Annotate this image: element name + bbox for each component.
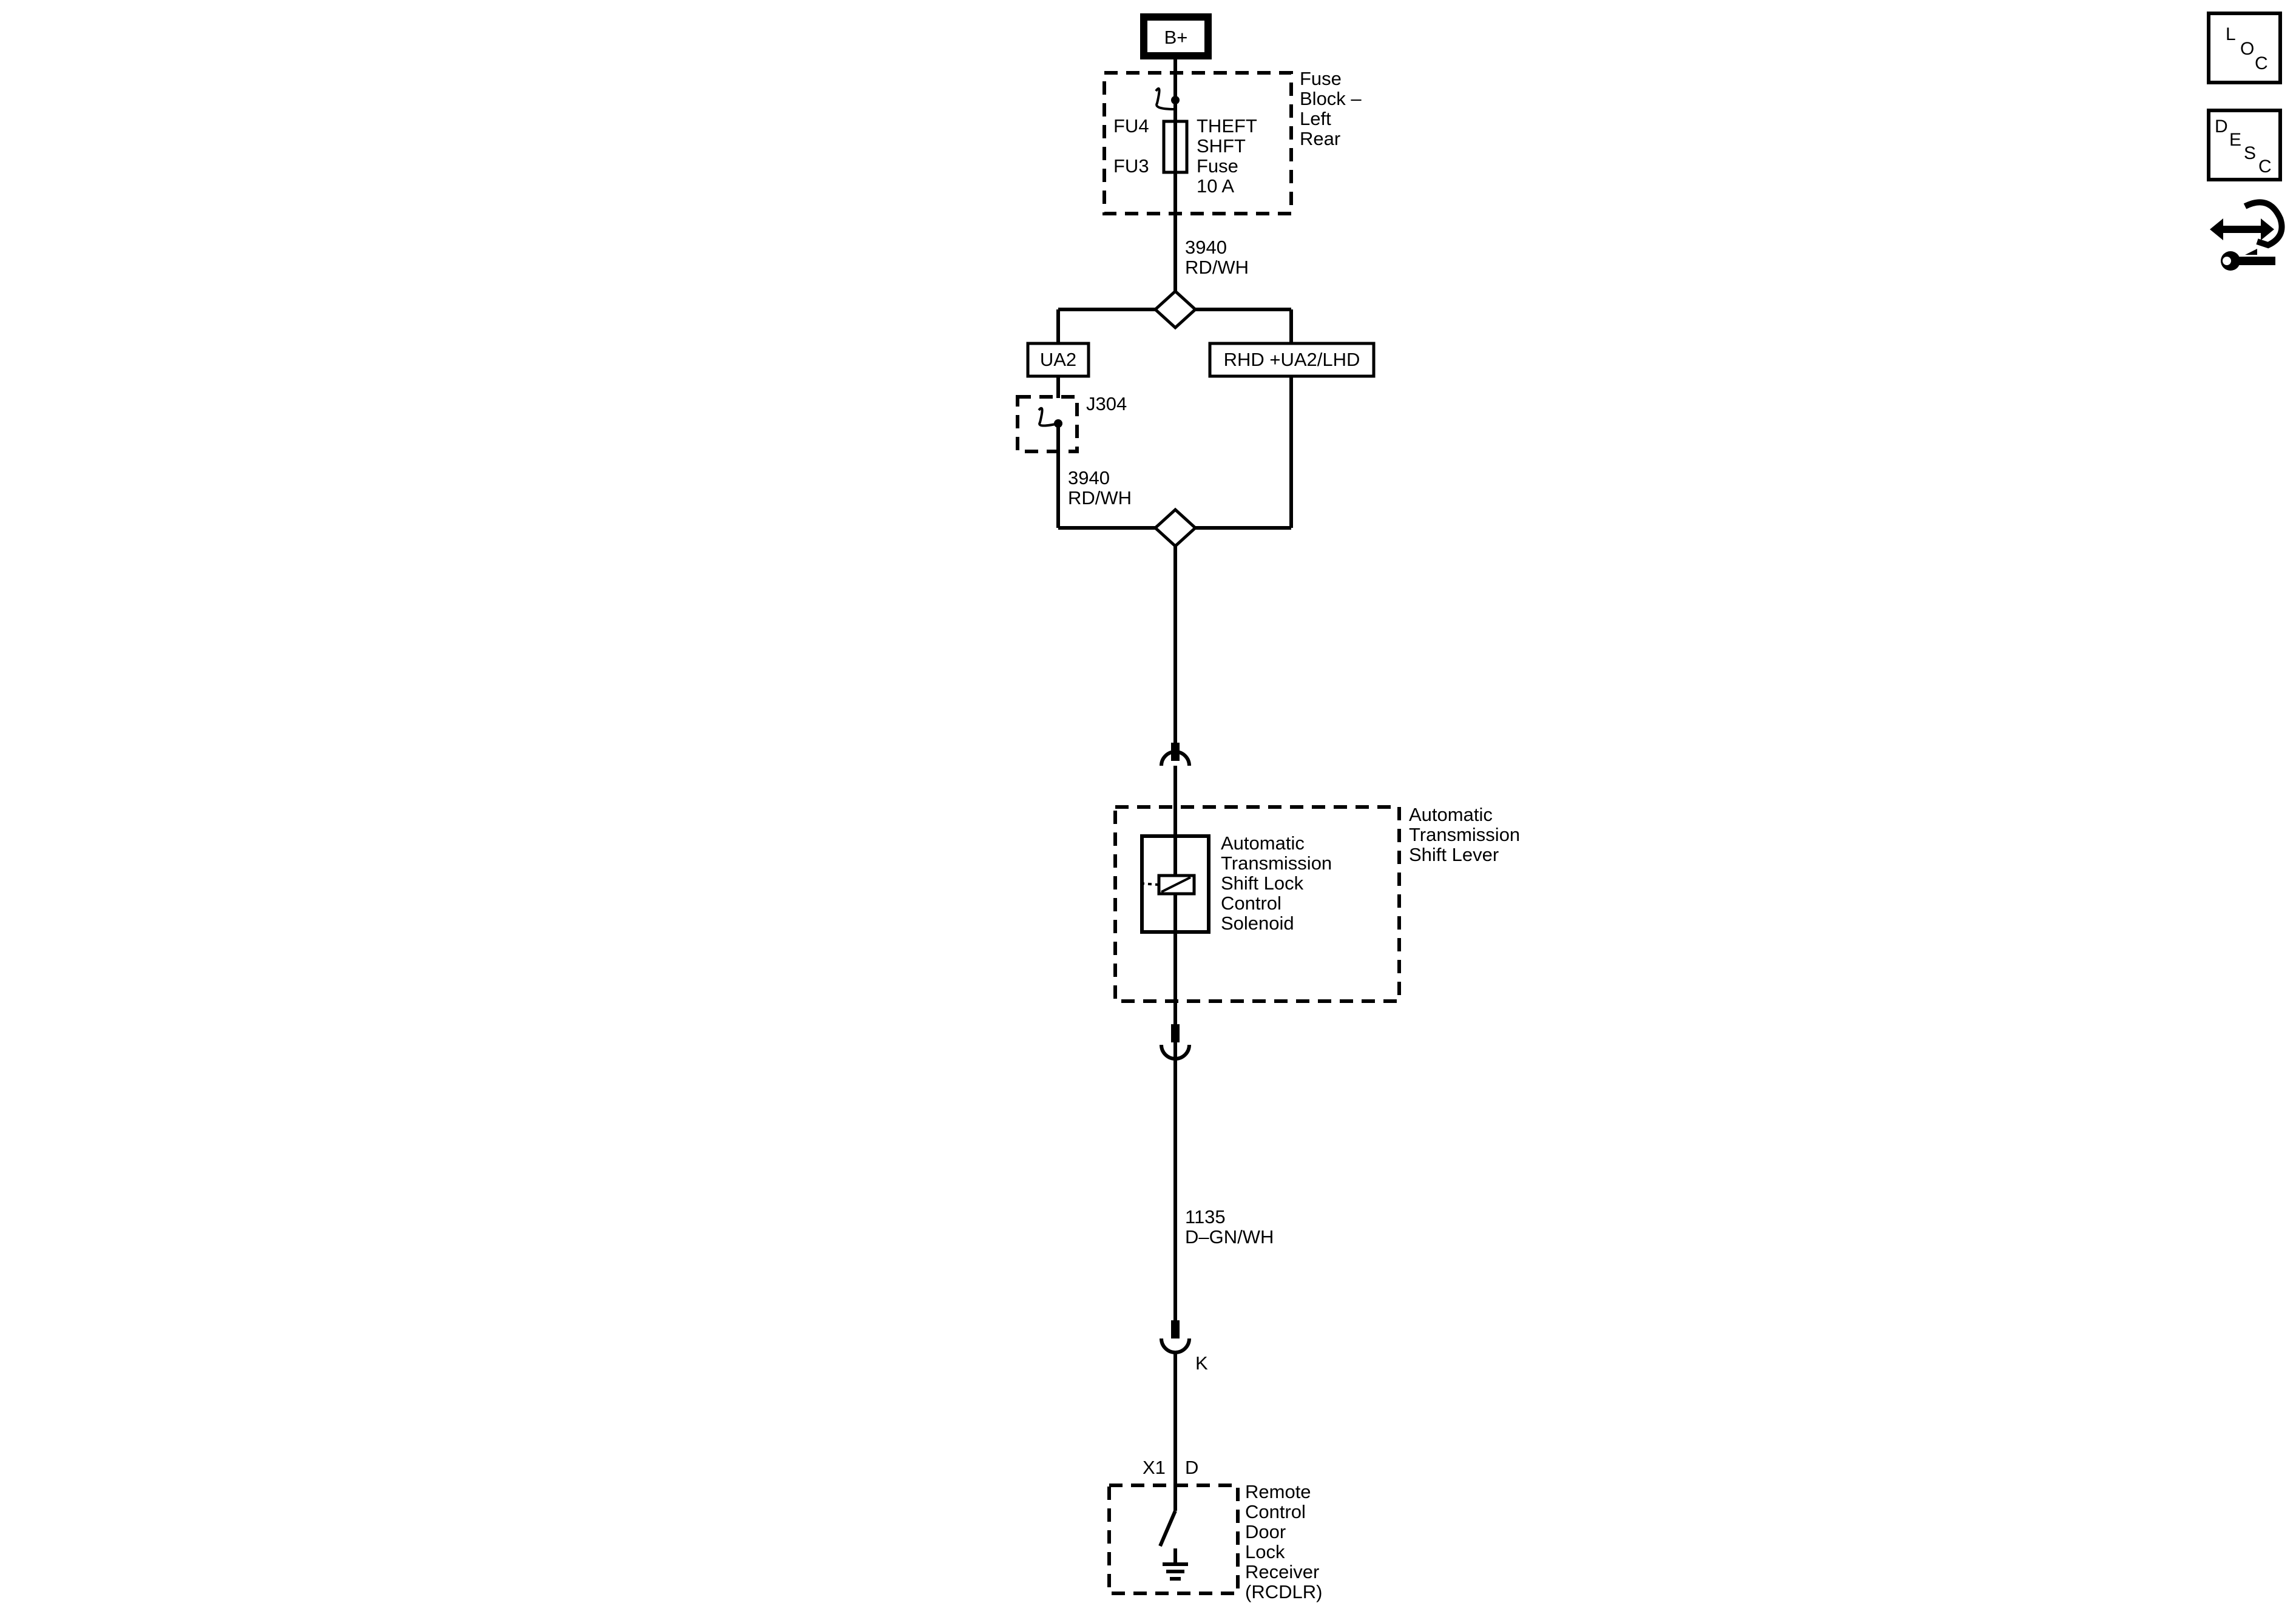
jumper-j304-outline [1016,395,1079,453]
rcdlr-name-line-6: (RCDLR) [1245,1581,1322,1602]
shift-lever: Automatic Transmission Shift Lever Autom… [1113,804,1520,1003]
fuse-block-name-line-1: Fuse [1300,68,1342,89]
fuse-label-line-2: SHFT [1197,135,1246,157]
desc-letter-e: E [2229,130,2241,150]
fuse-label-line-3: Fuse [1197,155,1238,177]
shift-lever-name-line-1: Automatic [1409,804,1493,825]
fuse-block-name-line-4: Rear [1300,128,1340,149]
desc-letter-d: D [2215,116,2228,137]
shift-lever-outline [1113,805,1401,1003]
supply-label: B+ [1164,27,1188,48]
connector-shift-lever-top [1160,743,1191,807]
wire-mid-color: RD/WH [1068,487,1132,508]
fuse-cavity-fu4: FU4 [1113,115,1149,137]
rcdlr: X1 D Remote Control Door Lock Receiver (… [1107,1457,1322,1602]
solenoid-name-line-1: Automatic [1221,832,1305,854]
fuse-label-line-4: 10 A [1197,175,1234,197]
fuse-block: FU4 FU3 THEFT SHFT Fuse 10 A Fuse Block … [1102,68,1362,215]
fuse-block-name-line-2: Block – [1300,88,1362,109]
service-arrows-wrench-icon[interactable] [2210,199,2285,271]
rcdlr-connector: X1 [1143,1457,1166,1478]
loc-letter-l: L [2226,24,2236,44]
rcdlr-outline [1107,1484,1240,1595]
loc-letter-c: C [2255,53,2268,73]
solenoid-name-line-3: Shift Lock [1221,873,1304,894]
jumper-label: J304 [1086,393,1127,414]
loc-letter-o: O [2240,39,2254,59]
wire-bottom-color: D–GN/WH [1185,1226,1274,1247]
wire-bottom-circuit: 1135 [1185,1206,1226,1227]
wire-top-color: RD/WH [1185,257,1249,278]
connector-k: K [1160,1320,1208,1374]
location-icon[interactable]: L O C [2207,12,2282,84]
option-ua2-label: UA2 [1040,349,1076,370]
rcdlr-name-line-4: Lock [1245,1541,1285,1562]
option-branch: UA2 RHD +UA2/LHD J304 3940 RD/WH [1016,289,1376,549]
rcdlr-pin: D [1185,1457,1198,1478]
shift-lever-name-line-2: Transmission [1409,824,1520,845]
rcdlr-name-line-5: Receiver [1245,1561,1319,1582]
rcdlr-switch [1158,1510,1177,1547]
fuse-block-splice-dot [1171,96,1180,104]
fuse-label-line-1: THEFT [1197,115,1257,137]
rcdlr-name-line-3: Door [1245,1521,1286,1542]
rcdlr-name-line-2: Control [1245,1501,1306,1522]
solenoid-name-line-2: Transmission [1221,852,1332,874]
solenoid-name-line-5: Solenoid [1221,913,1294,934]
battery-supply: B+ [1140,13,1212,59]
option-rhd-box [1208,342,1376,378]
connector-k-pin: K [1195,1352,1208,1374]
desc-letter-s: S [2244,143,2256,163]
shift-lever-name-line-3: Shift Lever [1409,844,1499,865]
fuse-block-terminal [1155,87,1176,110]
desc-letter-c: C [2258,157,2272,177]
fuse-block-name-line-3: Left [1300,108,1331,129]
option-split-diamond-bottom [1153,507,1198,549]
option-ua2-box [1026,342,1090,378]
ground-icon [1163,1562,1188,1581]
option-split-diamond-top [1153,289,1198,330]
rcdlr-name-line-1: Remote [1245,1481,1311,1502]
fuse-block-outline [1102,71,1293,215]
option-rhd-label: RHD +UA2/LHD [1224,349,1360,370]
fuse-cavity-fu3: FU3 [1113,155,1149,177]
solenoid-name-line-4: Control [1221,893,1281,914]
description-icon[interactable]: D E S C [2207,109,2282,181]
wire-mid-circuit: 3940 [1068,467,1110,488]
jumper-j304-terminal [1038,407,1059,427]
wire-top-circuit: 3940 [1185,237,1227,258]
